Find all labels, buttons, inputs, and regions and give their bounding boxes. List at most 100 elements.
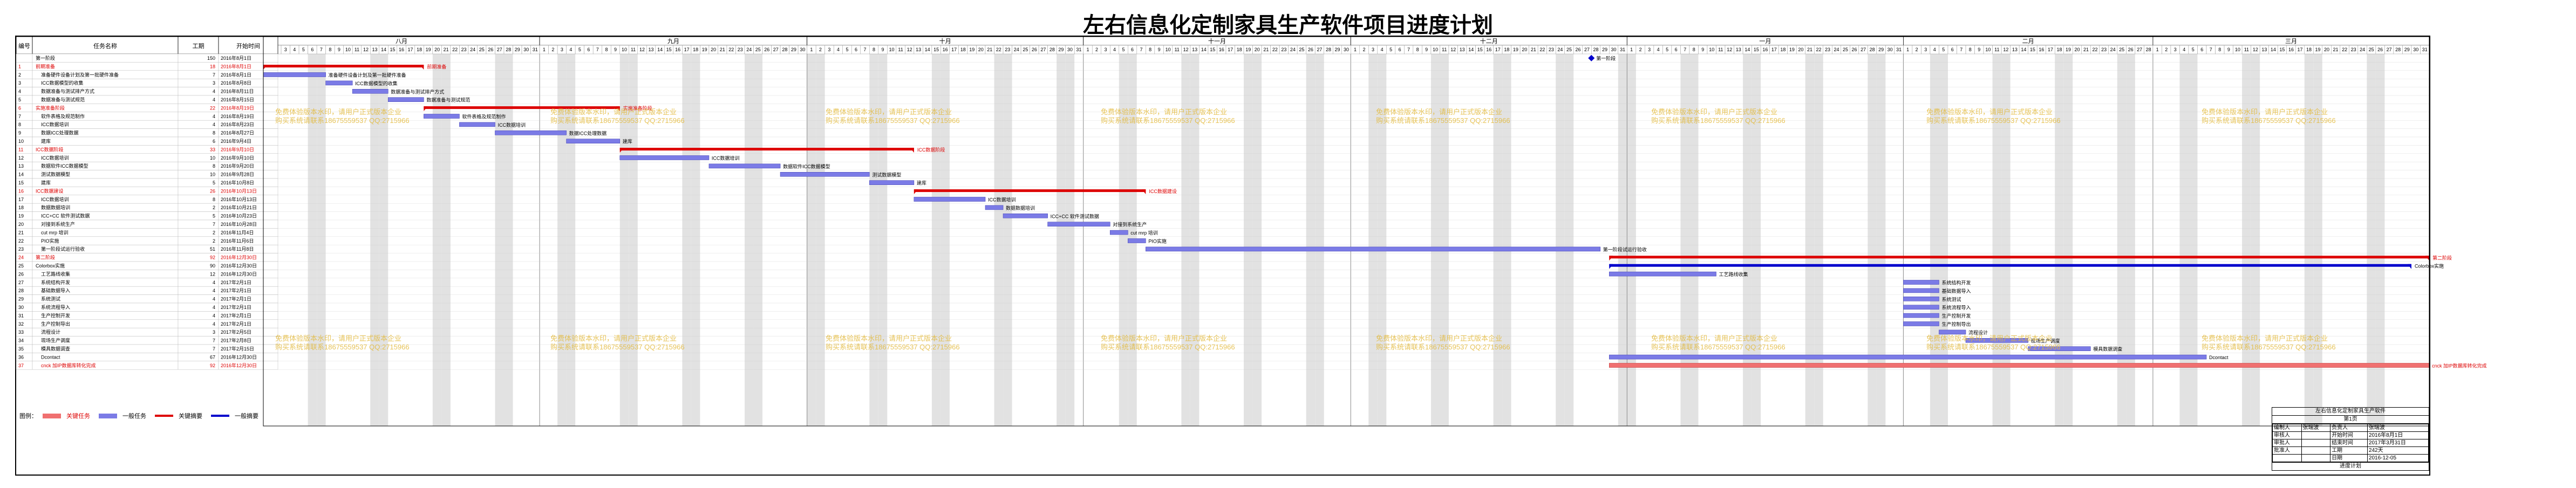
weekend-shade: [557, 54, 567, 426]
day-label: 8: [1693, 47, 1695, 52]
task-bar: [1609, 271, 1716, 277]
summary-bar: [1609, 256, 2429, 259]
task-id: 15: [18, 180, 24, 185]
task-id: 13: [18, 163, 24, 169]
watermark-line2: 购买系统请联系18675559537 QQ:2715966: [550, 343, 685, 351]
task-name: 现场生产调度: [41, 338, 70, 343]
day-label: 16: [2039, 47, 2044, 52]
day-label: 26: [1852, 47, 1857, 52]
day-label: 18: [1237, 47, 1242, 52]
task-name: 建库: [41, 138, 51, 144]
bar-label: 数据准备与测试排产方式: [391, 88, 444, 94]
watermark-line1: 免费体验版本水印，请用户正式版本企业: [1926, 108, 2053, 116]
day-label: 31: [2422, 47, 2428, 52]
weekend-shade: [1252, 54, 1262, 426]
info-cell: [2272, 454, 2302, 462]
weekend-shade: [2055, 54, 2064, 426]
task-duration: 26: [210, 188, 215, 194]
day-label: 11: [898, 47, 903, 52]
task-start: 2016年10月28日: [221, 221, 257, 227]
weekend-shade: [1368, 54, 1378, 426]
task-start: 2016年8月15日: [221, 97, 254, 102]
watermark-line2: 购买系统请联系18675559537 QQ:2715966: [1651, 116, 1786, 125]
info-header: 左右信息化定制家具生产软件: [2272, 408, 2429, 416]
day-label: 29: [791, 47, 796, 52]
day-label: 19: [1513, 47, 1518, 52]
task-start: 2017年2月1日: [221, 321, 251, 327]
weekend-shade: [1689, 54, 1699, 426]
day-label: 28: [1593, 47, 1599, 52]
info-cell: 张瑞波: [2367, 424, 2429, 432]
task-bar: [1127, 238, 1146, 243]
day-label: 30: [2413, 47, 2418, 52]
day-label: 23: [1281, 47, 1286, 52]
day-label: 3: [1372, 47, 1374, 52]
summary-start-cap: [424, 106, 428, 112]
legend-prefix: 图例：: [19, 413, 37, 420]
task-id: 29: [18, 297, 24, 302]
task-name: ICC数据阶段: [36, 146, 64, 152]
bar-label: 第二阶段: [2432, 255, 2452, 260]
day-label: 21: [2083, 47, 2089, 52]
weekend-shade: [2179, 54, 2189, 426]
day-label: 15: [1477, 47, 1483, 52]
day-label: 16: [399, 47, 404, 52]
watermark-line1: 免费体验版本水印，请用户正式版本企业: [1376, 108, 1502, 116]
task-bar: [1146, 246, 1601, 252]
task-name: ICC数据培训: [41, 155, 69, 161]
day-label: 20: [978, 47, 984, 52]
day-label: 16: [1219, 47, 1224, 52]
bar-label: 准备硬件设备计划及第一批硬件准备: [329, 72, 406, 78]
weekend-shade: [1556, 54, 1565, 426]
weekend-shade: [1306, 54, 1316, 426]
task-name: 数据准备与测试规范: [41, 97, 85, 102]
day-label: 25: [2119, 47, 2124, 52]
day-label: 28: [1870, 47, 1875, 52]
summary-end-cap: [2407, 264, 2411, 269]
task-id: 16: [18, 188, 24, 194]
day-label: 5: [1122, 47, 1125, 52]
day-label: 4: [1381, 47, 1384, 52]
summary-end-cap: [420, 65, 424, 70]
day-label: 1: [2156, 47, 2159, 52]
bar-label: 模具数据调查: [2093, 346, 2122, 352]
task-name: 前期准备: [36, 63, 55, 69]
day-label: 13: [1460, 47, 1465, 52]
day-label: 24: [2360, 47, 2365, 52]
day-label: 4: [1113, 47, 1116, 52]
task-duration: 4: [213, 313, 215, 318]
day-label: 22: [1816, 47, 1821, 52]
bar-label: ICC数据培训: [712, 155, 740, 161]
table-header-id: 编号: [18, 42, 30, 50]
bar-label: ICC数据培训: [988, 197, 1016, 203]
task-bar: [459, 122, 495, 127]
weekend-shade: [1743, 54, 1752, 426]
day-label: 19: [1245, 47, 1251, 52]
day-label: 24: [2110, 47, 2116, 52]
day-label: 30: [1344, 47, 1349, 52]
task-duration: 90: [210, 263, 215, 269]
day-label: 1: [1354, 47, 1357, 52]
day-label: 9: [338, 47, 340, 52]
task-duration: 7: [213, 222, 215, 227]
task-bar: [495, 130, 567, 135]
task-name: 建库: [41, 180, 51, 185]
weekend-shade: [1876, 54, 1886, 426]
weekend-shade: [495, 54, 504, 426]
day-label: 30: [1887, 47, 1893, 52]
day-label: 12: [1183, 47, 1189, 52]
task-duration: 7: [213, 72, 215, 78]
task-duration: 4: [213, 305, 215, 310]
day-label: 6: [1675, 47, 1678, 52]
day-label: 13: [372, 47, 377, 52]
day-label: 23: [1825, 47, 1830, 52]
legend-task-swatch: [99, 413, 117, 418]
weekend-shade: [1752, 54, 1761, 426]
day-label: 1: [543, 47, 546, 52]
task-name: 第一阶段: [36, 55, 55, 61]
bar-label: 测试数据模型: [872, 171, 901, 177]
task-duration: 3: [213, 329, 215, 335]
task-name: 系统结构开发: [41, 279, 70, 285]
watermark-line2: 购买系统请联系18675559537 QQ:2715966: [826, 116, 960, 125]
task-duration: 5: [213, 214, 215, 219]
